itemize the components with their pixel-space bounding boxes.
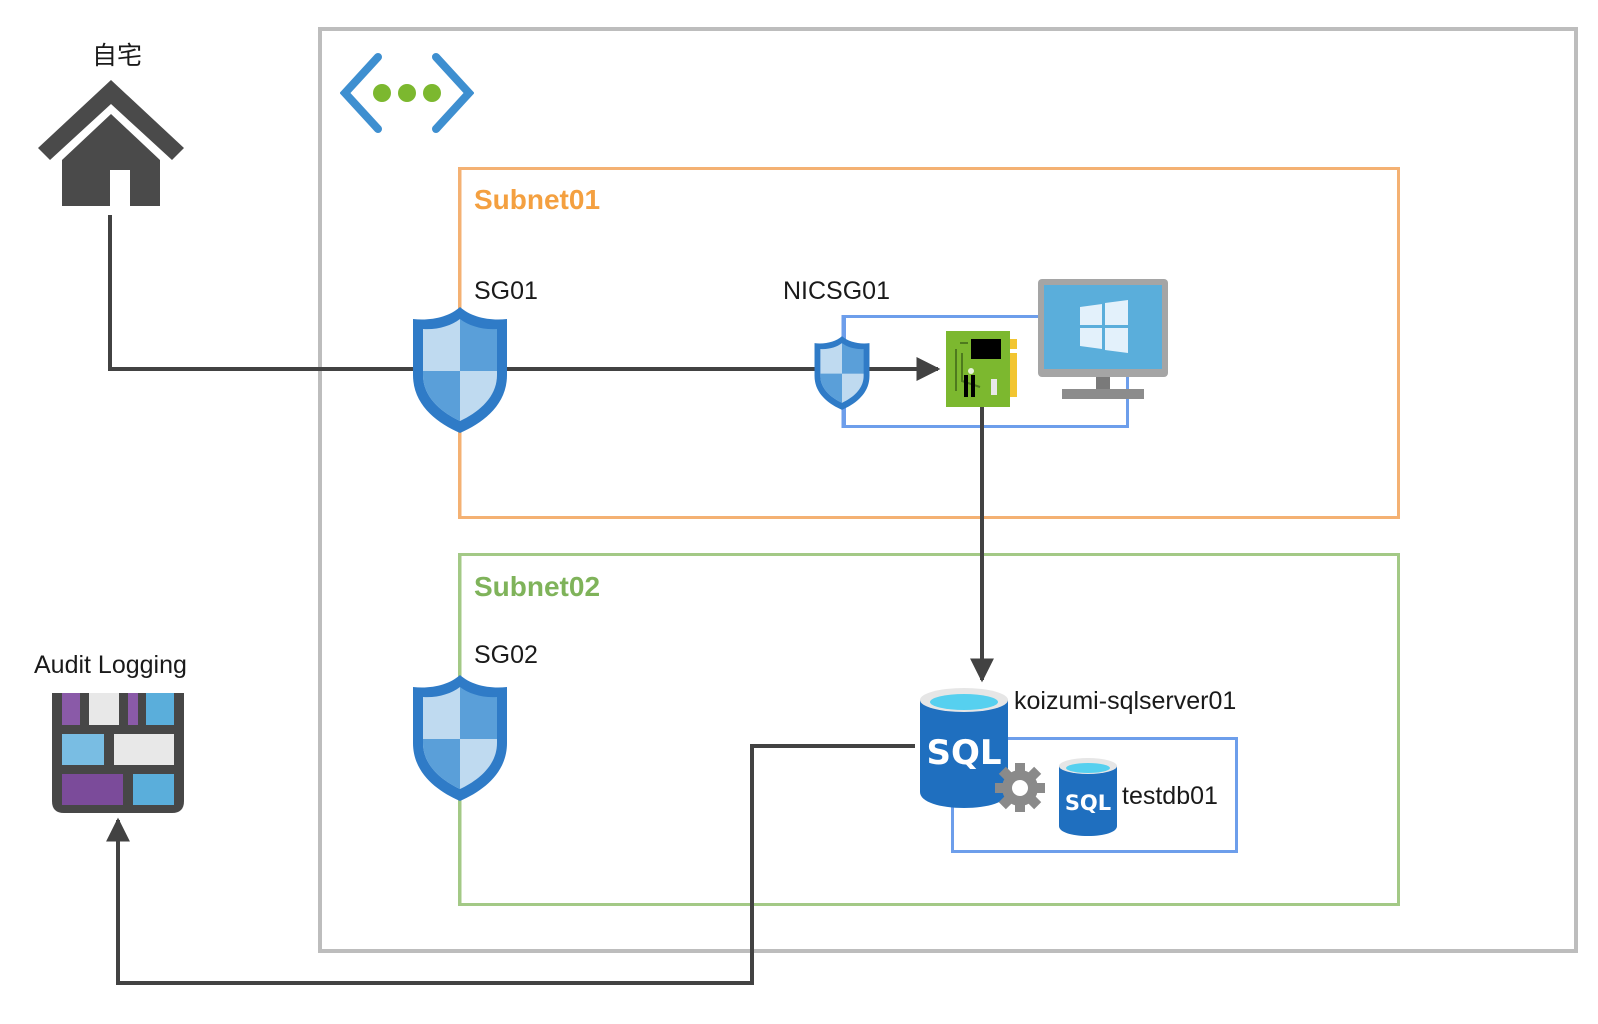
network-card-icon[interactable] [946, 331, 1022, 407]
house-icon [38, 80, 184, 206]
sqlserver-label: koizumi-sqlserver01 [1014, 687, 1237, 715]
nicsg01-label: NICSG01 [783, 277, 890, 305]
sql-database-icon: SQL [1059, 758, 1117, 836]
subnet01-title: Subnet01 [474, 184, 601, 215]
subnet02-title: Subnet02 [474, 571, 601, 602]
home-label: 自宅 [92, 42, 143, 70]
audit-log-icon[interactable] [52, 693, 184, 813]
virtual-network-container[interactable] [318, 27, 1578, 953]
sg01-label: SG01 [474, 277, 538, 305]
audit-label: Audit Logging [34, 651, 187, 679]
virtual-network-icon [340, 53, 474, 133]
sqldb-label: testdb01 [1122, 782, 1218, 810]
sql-server-node[interactable]: SQL [918, 686, 1050, 813]
sql-server-icon: SQL [920, 688, 1045, 813]
shield-icon[interactable] [813, 335, 871, 411]
shield-icon[interactable] [411, 673, 509, 803]
sql-database-node[interactable]: SQL [1057, 756, 1119, 836]
sqldb-badge: SQL [1065, 791, 1111, 815]
windows-vm-icon[interactable] [1038, 279, 1168, 401]
sqlserver-badge: SQL [926, 733, 1001, 773]
gear-icon [995, 763, 1045, 813]
sg02-label: SG02 [474, 641, 538, 669]
shield-icon[interactable] [411, 305, 509, 435]
